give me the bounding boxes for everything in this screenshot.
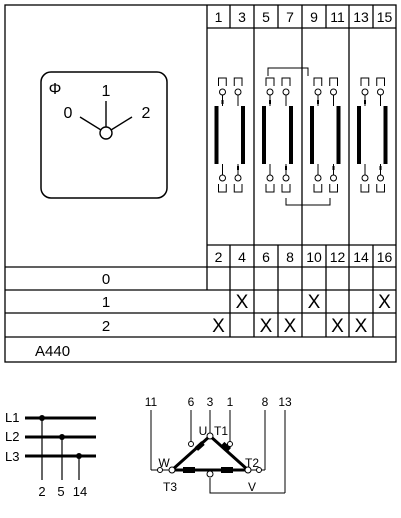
contact-deck-2 xyxy=(262,77,293,193)
contact-closed-mark: X xyxy=(212,316,225,337)
line-terminal-5: 5 xyxy=(57,484,64,499)
contact-top-5: 5 xyxy=(262,9,270,25)
contact-closed-mark: X xyxy=(331,316,344,337)
line-terminal-14: 14 xyxy=(73,484,87,499)
contact-top-9: 9 xyxy=(310,9,318,25)
motor-terminal-13: 13 xyxy=(278,395,292,409)
contact-bottom-10: 10 xyxy=(306,249,322,265)
deck-bridges xyxy=(267,67,331,206)
switch-position-symbol: Φ 1 0 2 xyxy=(40,71,168,199)
contact-closed-mark: X xyxy=(260,316,273,337)
contact-deck-4 xyxy=(357,77,388,193)
contact-closed-mark: X xyxy=(284,316,297,337)
contact-top-7: 7 xyxy=(286,9,294,25)
phi-label: Φ xyxy=(49,81,62,98)
contact-mechanisms xyxy=(214,77,388,193)
motor-label-w: W xyxy=(158,456,170,470)
contact-closed-mark: X xyxy=(236,292,249,313)
line-label-l1: L1 xyxy=(5,410,19,425)
line-connection-diagram: L1 L2 L3 2 5 14 xyxy=(5,410,96,499)
contact-top-15: 15 xyxy=(377,9,393,25)
motor-terminal-3: 3 xyxy=(207,395,214,409)
contact-bottom-2: 2 xyxy=(215,249,223,265)
motor-label-t2: T2 xyxy=(245,456,259,470)
contact-top-3: 3 xyxy=(238,9,246,25)
contact-top-1: 1 xyxy=(215,9,223,25)
motor-terminal-6: 6 xyxy=(188,395,195,409)
model-label: A440 xyxy=(35,343,70,360)
motor-terminal-1: 1 xyxy=(227,395,234,409)
motor-terminal-11: 11 xyxy=(145,395,158,409)
motor-label-v: V xyxy=(248,480,256,494)
contact-top-13: 13 xyxy=(353,9,369,25)
line-terminal-2: 2 xyxy=(38,484,45,499)
line-label-l3: L3 xyxy=(5,449,19,464)
row-label-0: 0 xyxy=(102,271,110,288)
contact-bottom-4: 4 xyxy=(238,249,246,265)
motor-label-u: U xyxy=(199,424,208,438)
contact-deck-3 xyxy=(310,77,341,193)
position-1-label: 1 xyxy=(102,83,111,100)
contact-closed-mark: X xyxy=(378,292,391,313)
contact-closed-mark: X xyxy=(308,292,321,313)
position-2-label: 2 xyxy=(142,105,151,122)
switch-hub xyxy=(99,126,113,140)
motor-terminal-8: 8 xyxy=(262,395,269,409)
contact-top-11: 11 xyxy=(330,9,345,25)
row-label-2: 2 xyxy=(102,318,110,335)
motor-label-t3: T3 xyxy=(163,480,177,494)
contact-bottom-8: 8 xyxy=(286,249,294,265)
contact-bottom-6: 6 xyxy=(262,249,270,265)
motor-winding-diagram: 11 6 3 1 8 13 xyxy=(145,395,292,494)
motor-label-t1: T1 xyxy=(214,424,228,438)
contact-bottom-14: 14 xyxy=(353,249,369,265)
line-label-l2: L2 xyxy=(5,429,19,444)
contact-bottom-12: 12 xyxy=(330,249,346,265)
contact-deck-1 xyxy=(214,77,245,193)
contact-bottom-16: 16 xyxy=(377,249,393,265)
position-0-label: 0 xyxy=(64,105,73,122)
contact-closed-mark: X xyxy=(355,316,368,337)
row-label-1: 1 xyxy=(102,294,110,311)
